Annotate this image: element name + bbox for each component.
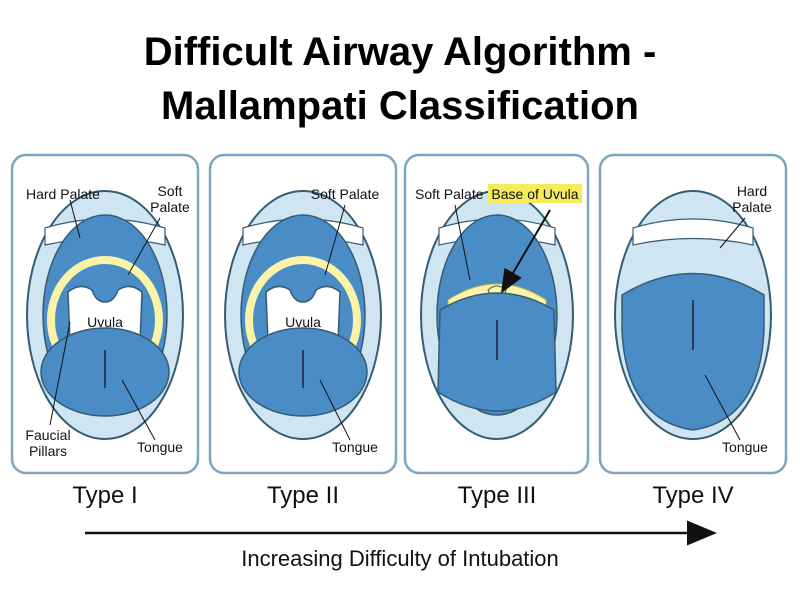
label-hard-palate-text-line-2: Palate — [732, 199, 772, 215]
label-uvula: Uvula — [285, 314, 321, 330]
leader-soft-palate — [454, 204, 471, 281]
label-soft-palate: Soft Palate — [311, 186, 380, 202]
label-tongue: Tongue — [722, 439, 768, 455]
type-label: Type I — [72, 482, 137, 509]
label-faucial-pillars-text: Faucial — [25, 427, 70, 443]
difficulty-label: Increasing Difficulty of Intubation — [241, 546, 559, 571]
label-tongue: Tongue — [137, 439, 183, 455]
leader-soft-palate — [127, 217, 161, 276]
leader-tongue — [704, 374, 741, 441]
type-label: Type III — [458, 482, 537, 509]
label-tongue: Tongue — [332, 439, 378, 455]
uvula-shape — [67, 285, 143, 343]
panel-type-3: Soft Palate Base of Uvula Type III — [403, 153, 590, 509]
leader-faucial-pillars — [49, 321, 71, 426]
page-title-line-1: Difficult Airway Algorithm - — [143, 30, 657, 74]
label-hard-palate: Hard Palate — [26, 186, 100, 202]
leader-tongue — [121, 379, 156, 441]
label-base-of-uvula: Base of Uvula — [491, 186, 578, 202]
teeth — [632, 218, 754, 246]
label-highlight-box — [488, 184, 582, 203]
type-label: Type IV — [652, 482, 733, 509]
label-soft-palate-text-line-2: Palate — [150, 199, 190, 215]
page-title-line-2: Mallampati Classification — [161, 84, 639, 128]
panel-type-2: Soft Palate Uvula Tongue Type II — [208, 153, 398, 509]
label-uvula: Uvula — [87, 314, 123, 330]
leader-hard-palate — [69, 199, 81, 239]
leader-soft-palate — [324, 204, 346, 276]
label-faucial-pillars-text-line-2: Pillars — [29, 443, 67, 459]
label-hard-palate-text: Hard — [737, 183, 767, 199]
label-soft-palate-text: Soft — [158, 183, 183, 199]
label-soft-palate: Soft Palate — [415, 186, 484, 202]
uvula-shape — [265, 285, 341, 343]
arrow-base-of-uvula — [500, 209, 551, 294]
leader-tongue — [319, 379, 351, 441]
tongue-shape — [621, 272, 765, 431]
type-label: Type II — [267, 482, 339, 509]
leader-hard-palate — [719, 217, 746, 249]
